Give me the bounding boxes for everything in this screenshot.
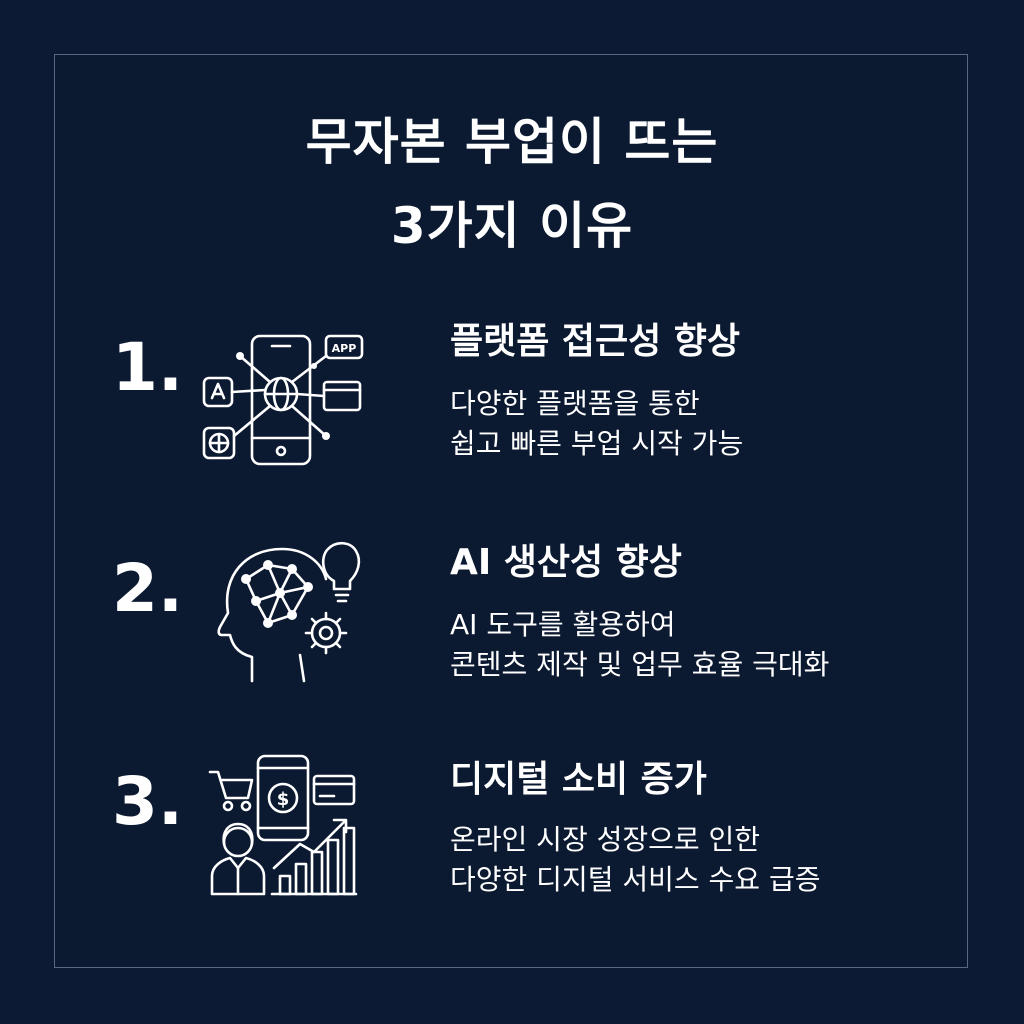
description-line-2: 쉽고 빠른 부업 시작 가능 [450, 427, 744, 460]
svg-text:$: $ [277, 789, 290, 810]
platform-network-icon: APP [202, 334, 364, 466]
item-description: 다양한 플랫폼을 통한 쉽고 빠른 부업 시작 가능 [450, 384, 743, 464]
item-heading: AI 생산성 향상 [450, 542, 682, 583]
item-heading: 디지털 소비 증가 [450, 759, 707, 800]
app-badge: APP [332, 342, 357, 355]
page-title: 무자본 부업이 뜨는 3가지 이유 [0, 100, 1024, 268]
description-line-2: 다양한 디지털 서비스 수요 급증 [450, 863, 821, 896]
item-description: AI 도구를 활용하여 콘텐츠 제작 및 업무 효율 극대화 [450, 605, 829, 685]
item-description: 온라인 시장 성장으로 인한 다양한 디지털 서비스 수요 급증 [450, 820, 820, 900]
description-line-2: 콘텐츠 제작 및 업무 효율 극대화 [450, 648, 830, 681]
reason-item-2: 2. [0, 535, 1024, 735]
reason-item-3: 3. $ 디지털 소비 증가 온라인 시장 성장으로 인한 다양한 디지털 서비… [0, 752, 1024, 952]
description-line-1: 다양한 플랫폼을 통한 [450, 387, 700, 420]
description-line-1: AI 도구를 활용하여 [450, 608, 676, 641]
reason-item-1: 1. APP 플랫폼 접근성 향상 다양한 [0, 318, 1024, 518]
item-number: 1. [112, 329, 183, 406]
title-line-2: 3가지 이유 [390, 197, 634, 255]
title-line-1: 무자본 부업이 뜨는 [305, 113, 719, 171]
item-number: 3. [112, 763, 183, 840]
digital-commerce-icon: $ [208, 754, 358, 896]
description-line-1: 온라인 시장 성장으로 인한 [450, 823, 761, 856]
item-number: 2. [112, 550, 183, 627]
ai-brain-icon [217, 541, 361, 683]
item-heading: 플랫폼 접근성 향상 [450, 321, 741, 362]
content-frame [54, 54, 968, 968]
